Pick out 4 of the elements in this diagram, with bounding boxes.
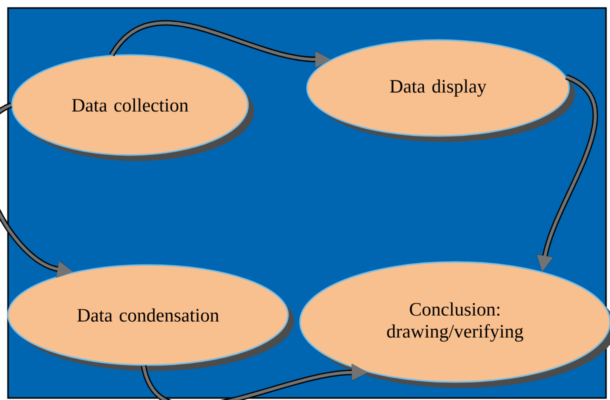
ellipse-node: Conclusion: drawing/verifying (299, 261, 610, 388)
ellipse-node: Data collection (11, 54, 254, 161)
ellipse-node: Data display (306, 39, 575, 142)
ellipse-node: Data condensation (7, 264, 294, 371)
